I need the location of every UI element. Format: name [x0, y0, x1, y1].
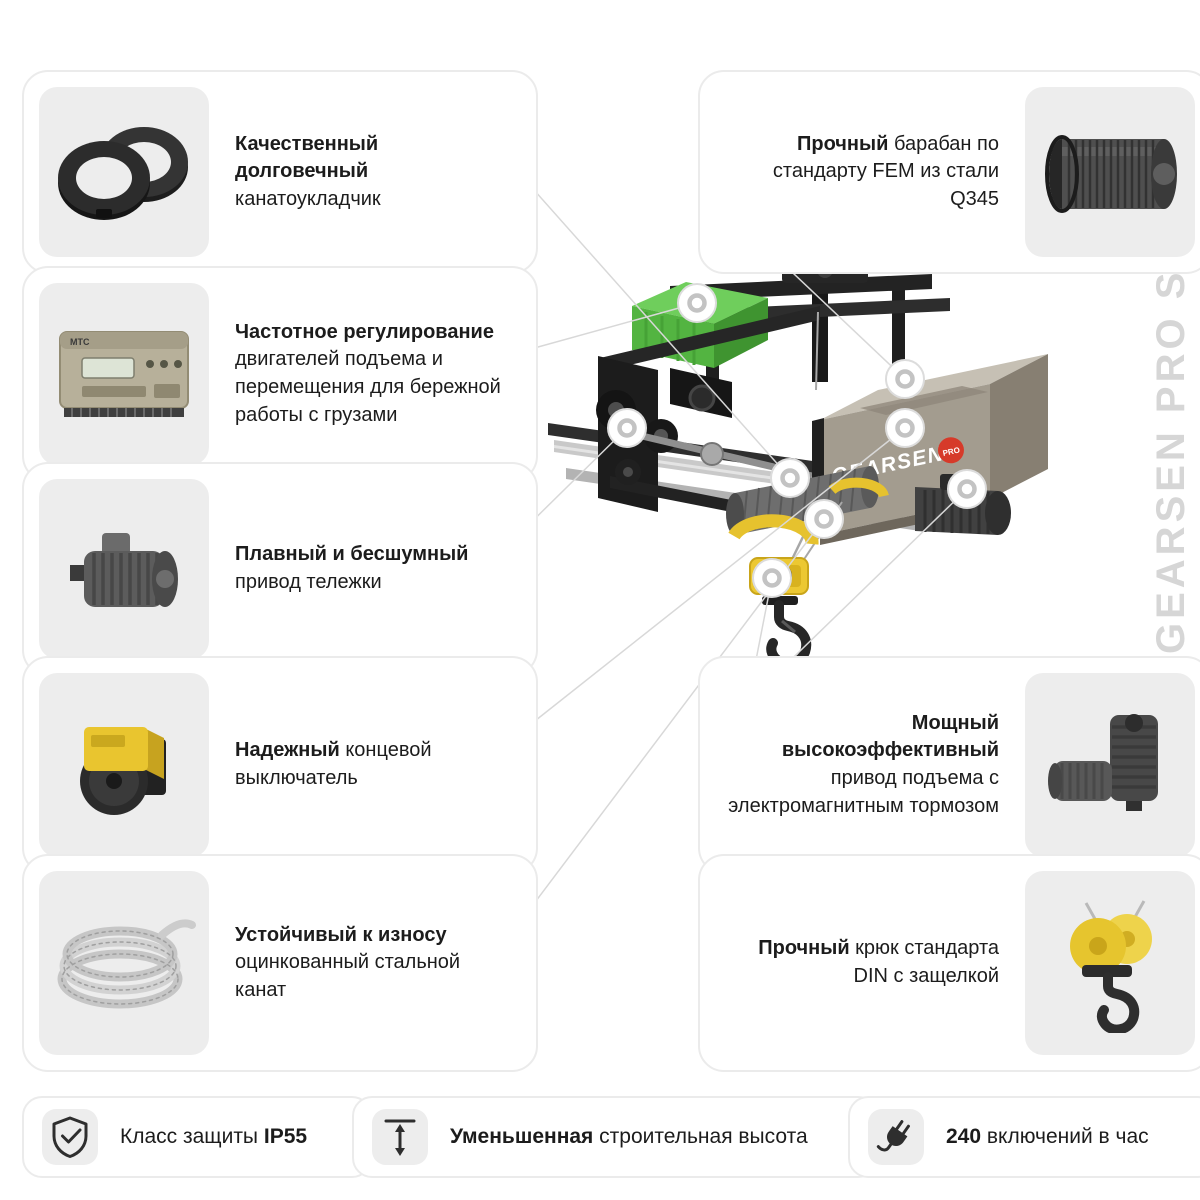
limit-switch-illustration [39, 673, 209, 857]
steel-rope-illustration [39, 871, 209, 1055]
motor-image [70, 533, 178, 607]
feature-text-regular: концевой выключатель [235, 739, 432, 789]
frequency-controller-illustration: MTC [39, 283, 209, 465]
hoist-machine-illustration: GEARSEN PRO [548, 258, 1048, 669]
coupling-illustration [688, 384, 716, 412]
feature-text-regular: привод тележки [235, 571, 382, 593]
badge-text: Класс защиты IP55 [120, 1125, 307, 1149]
hook-illustration [1025, 871, 1195, 1055]
feature-text-bold: Мощный высокоэффективный [781, 711, 999, 762]
feature-text-bold: Устойчивый к износу [235, 923, 447, 946]
feature-text: Прочный крюк стандарта DIN с защелкой [715, 935, 1025, 990]
shield-check-icon [42, 1109, 98, 1165]
feature-text-regular: двигателей подъема и перемещения для бер… [235, 348, 501, 426]
rope-guide-illustration [39, 87, 209, 257]
badge-protection-class: Класс защиты IP55 [22, 1096, 372, 1178]
rope-guide-image [58, 127, 188, 220]
trolley-drive-illustration [39, 479, 209, 659]
feature-text: Надежный концевой выключатель [209, 737, 521, 792]
feature-text-bold: Плавный и бесшумный [235, 543, 469, 566]
feature-text-bold: Надежный [235, 739, 340, 762]
pro-badge-text: PRO [942, 445, 961, 457]
feature-text-bold: Частотное регулирование [235, 320, 494, 343]
badge-text-bold: 240 [946, 1125, 982, 1148]
feature-card-limit-switch: Надежный концевой выключатель [22, 656, 538, 874]
badge-text-bold: IP55 [263, 1125, 308, 1148]
plug-icon [876, 1120, 910, 1152]
plug-icon-tile [868, 1109, 924, 1165]
feature-text-regular: привод подъема с электромагнитным тормоз… [728, 767, 999, 817]
badge-text-suffix: строительная высота [593, 1125, 808, 1148]
feature-text: Частотное регулирование двигателей подъе… [209, 319, 521, 429]
feature-card-hoist-drive: Мощный высокоэффективный привод подъема … [698, 656, 1200, 874]
badge-reduced-height: Уменьшенная строительная высота [352, 1096, 878, 1178]
feature-text: Плавный и бесшумный привод тележки [209, 541, 521, 596]
pro-badge [937, 437, 964, 464]
feature-text-bold: Качественный долговечный [235, 132, 379, 183]
feature-text-bold: Прочный [797, 132, 889, 155]
feature-text-regular: канатоукладчик [235, 187, 381, 210]
feature-text-regular: оцинкованный стальной канат [235, 951, 461, 1001]
badge-text-bold: Уменьшенная [450, 1125, 594, 1148]
controller-image: MTC [59, 331, 189, 417]
badge-text: 240 включений в час [946, 1125, 1149, 1149]
controller-label: MTC [70, 337, 90, 347]
feature-card-trolley-drive: Плавный и бесшумный привод тележки [22, 462, 538, 676]
feature-text: Качественный долговечный канатоукладчик [209, 131, 521, 214]
feature-text: Мощный высокоэффективный привод подъема … [715, 710, 1025, 820]
limit-switch-image [80, 727, 166, 815]
feature-card-frequency-control: MTC Частотное регулирование двигателей п… [22, 266, 538, 482]
feature-text: Прочный барабан по стандарту FEM из стал… [715, 131, 1025, 214]
feature-text-bold: Прочный [758, 937, 850, 960]
brand-watermark: GEARSEN PRO SH [1149, 235, 1193, 654]
feature-card-drum: Прочный барабан по стандарту FEM из стал… [698, 70, 1200, 274]
feature-card-steel-rope: Устойчивый к износу оцинкованный стально… [22, 854, 538, 1072]
rope-image [57, 919, 196, 1009]
badge-text: Уменьшенная строительная высота [450, 1125, 808, 1149]
feature-card-rope-guide: Качественный долговечный канатоукладчик [22, 70, 538, 274]
hoist-drive-illustration [1025, 673, 1195, 857]
badge-starts-per-hour: 240 включений в час [848, 1096, 1200, 1178]
feature-text-regular: крюк стандарта DIN с защелкой [849, 937, 999, 987]
drum-image [1045, 135, 1177, 213]
badge-text-suffix: включений в час [981, 1125, 1149, 1148]
feature-card-hook: Прочный крюк стандарта DIN с защелкой [698, 854, 1200, 1072]
feature-text: Устойчивый к износу оцинкованный стально… [209, 922, 521, 1005]
hook-image [1070, 900, 1152, 1033]
drum-illustration [1025, 87, 1195, 257]
feature-text-regular: барабан по стандарту FEM из стали Q345 [772, 132, 999, 210]
badge-text-prefix: Класс защиты [120, 1125, 264, 1148]
height-arrow-icon-tile [372, 1109, 428, 1165]
height-arrow-icon [384, 1119, 416, 1156]
hoist-drive-image [1048, 714, 1158, 811]
shield-icon [52, 1116, 88, 1158]
